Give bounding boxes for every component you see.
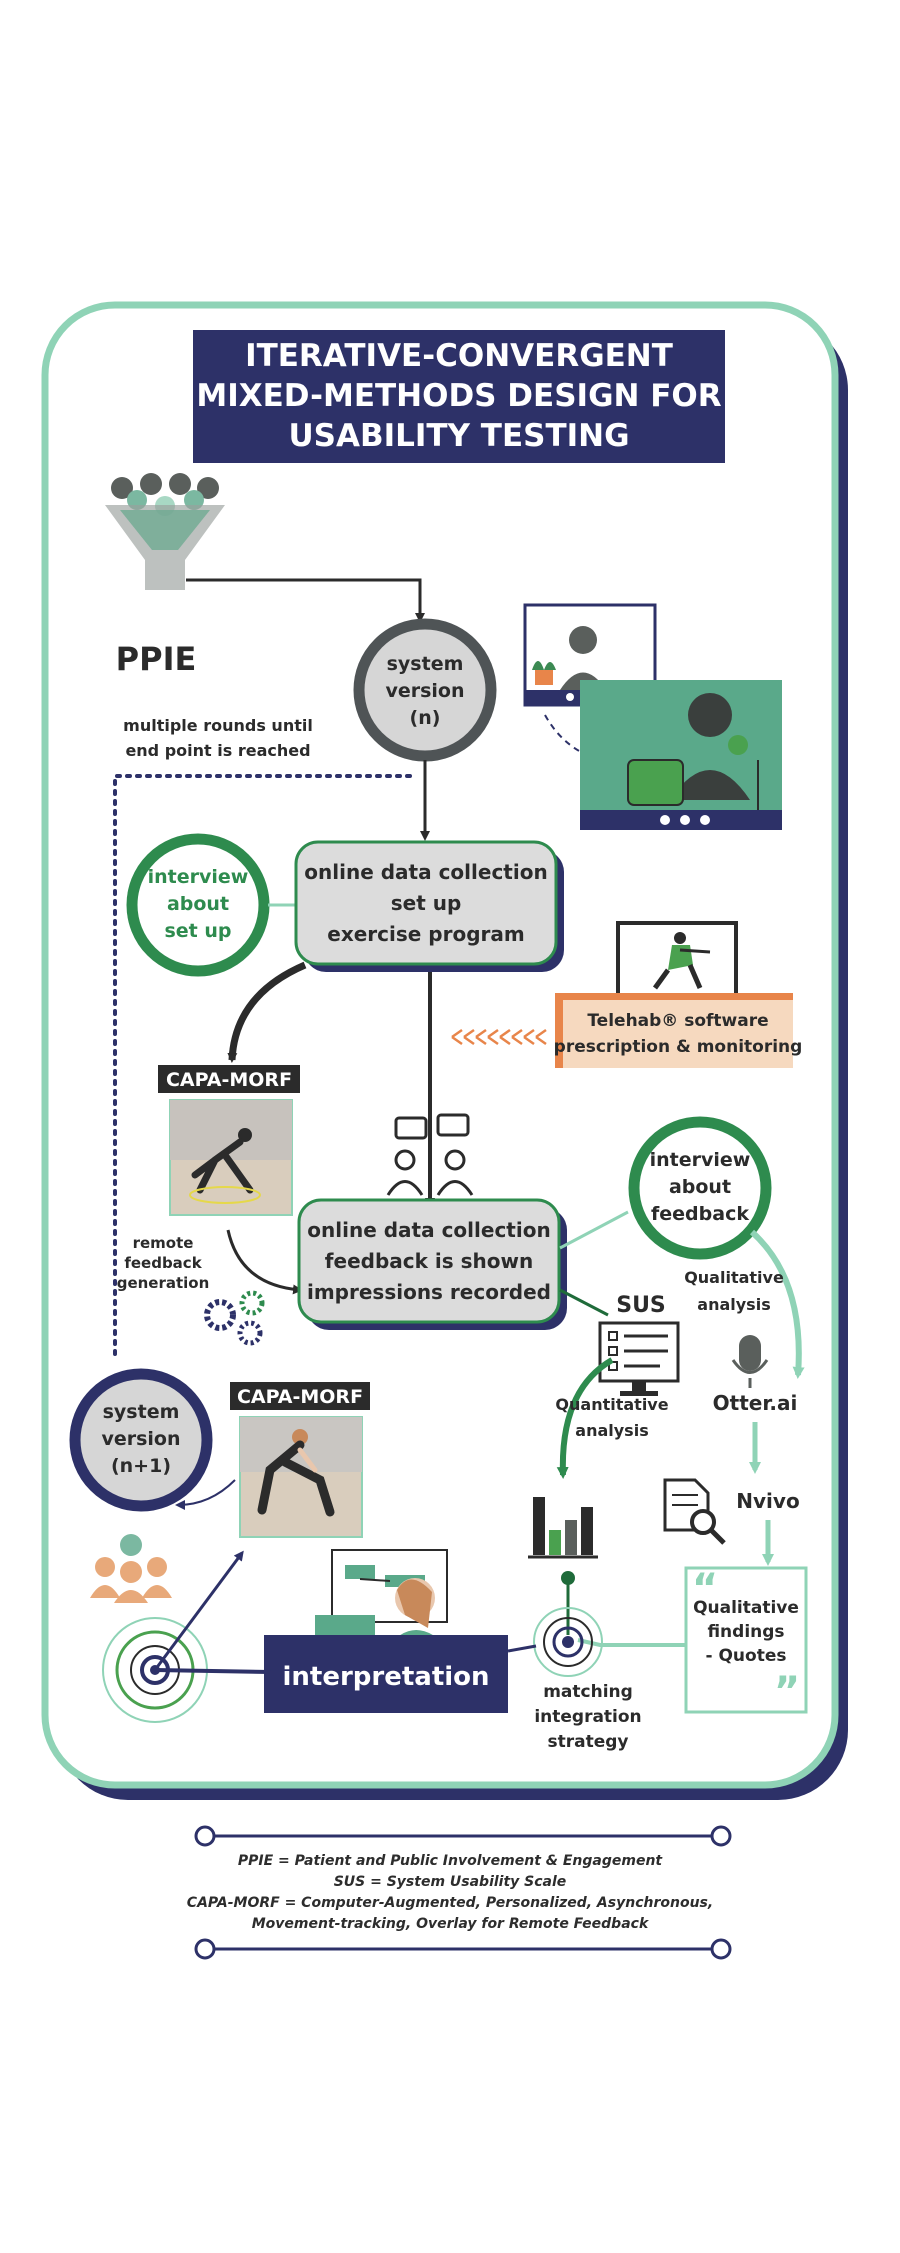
ppie-to-system-arrow: [186, 578, 425, 623]
svg-text:“: “: [692, 1566, 718, 1612]
svg-text:interview: interview: [650, 1149, 751, 1171]
title-line-2: MIXED-METHODS DESIGN FOR: [196, 378, 721, 414]
interpretation-label: interpretation: [282, 1662, 489, 1692]
legend-line-3: CAPA-MORF = Computer-Augmented, Personal…: [186, 1895, 714, 1911]
svg-text:set up: set up: [391, 891, 462, 915]
sus-to-chart-arrow: [556, 1357, 614, 1479]
remote-feedback-line-3: generation: [117, 1274, 210, 1292]
svg-text:online data collection: online data collection: [307, 1218, 550, 1242]
svg-text:Qualitative: Qualitative: [693, 1598, 799, 1618]
legend-top-bar: [194, 1825, 732, 1847]
matching-line-1: matching: [543, 1682, 633, 1702]
svg-text:online data collection: online data collection: [304, 860, 547, 884]
capa-to-feedback-arrow: [226, 1229, 303, 1295]
svg-text:system: system: [387, 653, 464, 675]
target-to-interpretation-line: [154, 1668, 271, 1674]
system-version-n1-node: system version (n+1): [69, 1368, 213, 1512]
legend-abbreviations: PPIE = Patient and Public Involvement & …: [170, 1851, 730, 1935]
video-call-illustration: [523, 603, 782, 830]
matching-line-2: integration: [534, 1707, 641, 1727]
document-search-icon: [663, 1478, 726, 1545]
discussion-icon: [386, 1113, 474, 1196]
legend-line-2: SUS = System Usability Scale: [333, 1874, 567, 1890]
nvivo-label: Nvivo: [736, 1489, 799, 1513]
matching-to-interpretation-connector: [507, 1644, 537, 1653]
interpretation-box: [264, 1635, 508, 1713]
svg-text:CAPA-MORF: CAPA-MORF: [237, 1386, 363, 1408]
svg-text:”: ”: [774, 1669, 800, 1715]
title-banner: ITERATIVE-CONVERGENT MIXED-METHODS DESIG…: [193, 330, 725, 463]
qualitative-analysis-line-2: analysis: [697, 1295, 770, 1314]
capa-morf-upper: CAPA-MORF: [158, 1065, 300, 1216]
svg-text:about: about: [167, 893, 229, 915]
sus-label: SUS: [616, 1293, 666, 1318]
title-line-3: USABILITY TESTING: [288, 418, 629, 454]
svg-text:prescription & monitoring: prescription & monitoring: [554, 1037, 803, 1057]
otter-label: Otter.ai: [713, 1391, 798, 1415]
iteration-loop-dotted: [113, 774, 412, 1362]
telehab-box: Telehab® software prescription & monitor…: [554, 993, 803, 1068]
svg-text:version: version: [385, 680, 464, 702]
quantitative-analysis-line-2: analysis: [575, 1421, 648, 1440]
sus-questionnaire-icon: [598, 1321, 680, 1396]
svg-text:about: about: [669, 1176, 731, 1198]
collection-setup-box: online data collection set up exercise p…: [294, 840, 564, 972]
svg-text:version: version: [101, 1428, 180, 1450]
svg-text:feedback: feedback: [651, 1203, 749, 1225]
remote-feedback-line-2: feedback: [124, 1254, 202, 1272]
capa-morf-lower: CAPA-MORF: [230, 1382, 370, 1538]
interview-feedback-node: interview about feedback: [628, 1116, 772, 1260]
svg-text:findings: findings: [707, 1622, 784, 1642]
qualitative-analysis-line-1: Qualitative: [684, 1268, 784, 1287]
loop-note-line-1: multiple rounds until: [123, 716, 313, 735]
findings-to-matching-connector: [577, 1638, 686, 1647]
svg-text:- Quotes: - Quotes: [706, 1646, 787, 1666]
interview-setup-node: interview about set up: [126, 833, 270, 977]
chart-node-dot: [561, 1571, 575, 1585]
svg-text:Telehab® software: Telehab® software: [587, 1011, 768, 1031]
people-group-icon: [90, 1534, 172, 1603]
legend-bottom-bar: [194, 1938, 732, 1960]
remote-feedback-line-1: remote: [133, 1234, 194, 1252]
target-to-capa-arrow: [153, 1550, 244, 1671]
svg-text:CAPA-MORF: CAPA-MORF: [166, 1069, 292, 1091]
svg-text:impressions recorded: impressions recorded: [307, 1280, 551, 1304]
feedback-to-interview-connector: [559, 1210, 629, 1250]
bar-chart-icon: [528, 1497, 598, 1559]
feedback-to-sus-connector: [559, 1288, 609, 1317]
ppie-funnel-icon: [105, 473, 225, 590]
capa-to-system-n1-arrow: [175, 1479, 236, 1510]
legend-line-1: PPIE = Patient and Public Involvement & …: [237, 1853, 663, 1869]
system-version-n-node: system version (n): [353, 618, 497, 762]
qualitative-findings-box: “ ” Qualitative findings - Quotes: [684, 1566, 808, 1715]
legend-line-4: Movement-tracking, Overlay for Remote Fe…: [251, 1916, 649, 1932]
loop-note-line-2: end point is reached: [125, 741, 310, 760]
matching-target-icon: [533, 1607, 603, 1677]
svg-text:set up: set up: [164, 920, 231, 942]
interview-to-otter-arrow: [749, 1229, 805, 1379]
svg-text:(n): (n): [410, 707, 441, 729]
svg-text:(n+1): (n+1): [111, 1455, 171, 1477]
gears-icon: [204, 1290, 265, 1346]
quantitative-analysis-line-1: Quantitative: [555, 1395, 668, 1414]
telehab-chevron-arrow: [451, 1028, 547, 1046]
collection-feedback-box: online data collection feedback is shown…: [297, 1198, 567, 1330]
matching-line-3: strategy: [547, 1732, 628, 1752]
svg-text:interview: interview: [148, 866, 249, 888]
title-line-1: ITERATIVE-CONVERGENT: [245, 338, 673, 374]
ppie-label: PPIE: [116, 640, 197, 678]
setup-to-capa-arrow: [227, 961, 307, 1063]
svg-text:exercise program: exercise program: [327, 922, 524, 946]
microphone-icon: [731, 1335, 769, 1388]
svg-text:feedback is shown: feedback is shown: [325, 1249, 533, 1273]
svg-text:system: system: [103, 1401, 180, 1423]
